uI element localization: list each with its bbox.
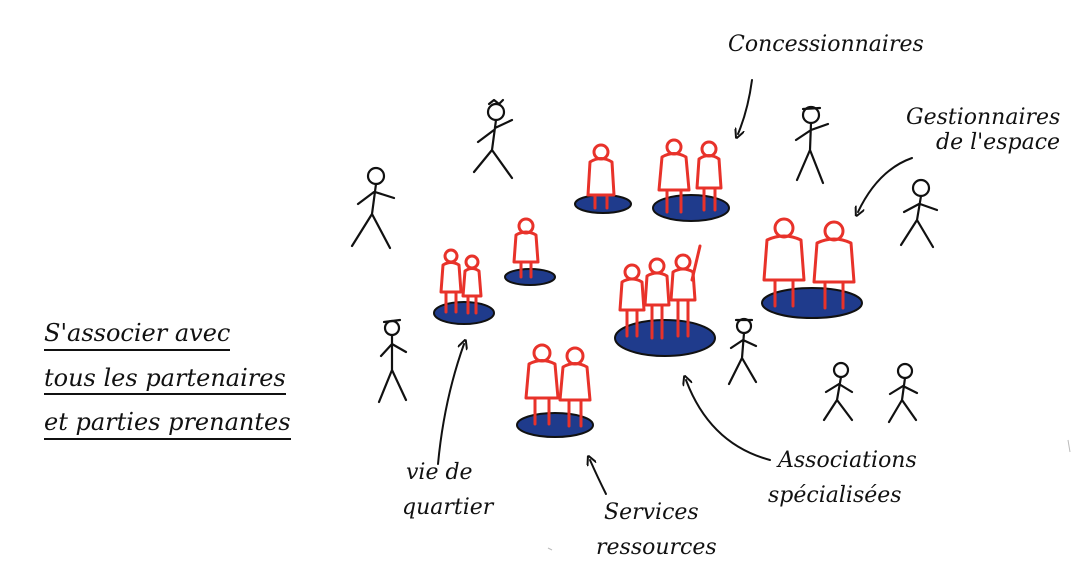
label-vie-quartier: vie de quartier [402,460,493,521]
label-services-line-1: Services [604,500,699,525]
red-figure [461,254,483,315]
red-figure [643,257,671,340]
group-passersby [350,98,939,424]
group-red-figures [439,138,856,428]
walking-figure [822,361,854,422]
red-figure [512,217,540,279]
title-line-3: et parties prenantes [44,409,291,440]
base-assoc [614,319,716,357]
title-line-3-text: et parties prenantes [44,409,291,440]
walking-figure [727,317,758,386]
label-associations-line-2: spécialisées [768,483,902,509]
red-figure [657,138,691,214]
arrow-associations [686,380,771,461]
red-figure [524,343,560,426]
group-bases [433,194,863,438]
label-services-line-2: ressources [596,535,717,561]
arrow-concessionnaires [738,79,753,134]
red-figure [558,346,592,428]
label-associations: Associations spécialisées [768,448,917,509]
base-vie-left [433,301,495,325]
red-figure [762,217,806,308]
label-gestionnaires-line-1: Gestionnaires [906,105,1061,130]
walking-figure [350,166,396,250]
title-line-1-text: S'associer avec [44,319,231,351]
walking-figure [899,178,939,249]
base-concess-small [574,194,632,214]
red-figure [812,220,856,310]
label-concessionnaires: Concessionnaires [728,32,924,57]
title-line-2: tous les partenaires [44,364,291,396]
arrow-gestionnaires [858,157,913,212]
label-vie-line-1: vie de [406,460,473,485]
label-associations-line-1: Associations [778,448,917,473]
walking-figure [887,362,919,424]
base-concess-large [652,194,730,222]
arrow-vie-quartier [437,344,464,465]
walking-figure [794,105,830,185]
label-concessionnaires-text: Concessionnaires [728,32,924,57]
red-figure [586,143,616,210]
red-figure [618,263,646,338]
pen-marks [547,439,1071,551]
label-vie-line-2: quartier [402,495,494,521]
title-line-1: S'associer avec [44,319,291,351]
arrow-services [590,460,607,495]
red-figure [695,140,723,212]
label-gestionnaires: Gestionnaires de l'espace [906,105,1060,156]
base-gestion [761,287,863,319]
label-services: Services ressources [596,500,717,561]
title-line-2-text: tous les partenaires [44,364,286,396]
walking-figure [472,98,514,180]
label-gestionnaires-line-2: de l'espace [936,130,1061,156]
walking-figure [377,318,408,404]
title-block: S'associer avec tous les partenaires et … [44,319,291,440]
red-figure [439,248,463,314]
red-figure [669,244,702,338]
group-arrows [437,79,913,495]
